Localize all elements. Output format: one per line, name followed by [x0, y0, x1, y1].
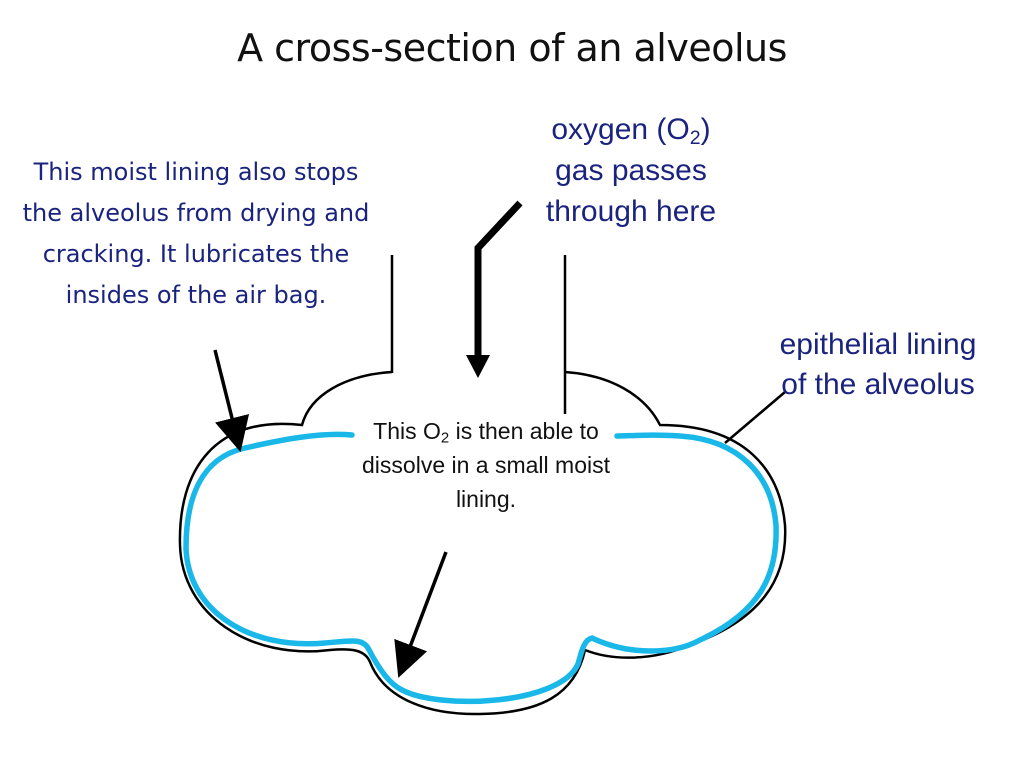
page-title: A cross-section of an alveolus [237, 26, 787, 70]
moist-lining [183, 431, 779, 705]
moist-lining-pointer [213, 349, 250, 453]
oxygen-arrow-head [466, 355, 490, 378]
epithelial-pointer [724, 391, 786, 444]
oxygen-arrow [474, 200, 523, 357]
moist-lining-label: This moist lining also stops the alveolu… [22, 158, 370, 309]
oxygen-label-line1: oxygen (O2) [551, 113, 711, 149]
oxygen-label-line2: gas passes [555, 154, 707, 187]
alveolus-outer-wall [178, 370, 787, 716]
epithelial-label: epithelial lining of the alveolus [779, 328, 977, 401]
dissolve-pointer [394, 551, 448, 678]
oxygen-label: oxygen (O2) gas passes through here [518, 109, 744, 232]
oxygen-label-line3: through here [545, 195, 717, 228]
dissolve-label: This O2 is then able to dissolve in a sm… [358, 414, 614, 516]
